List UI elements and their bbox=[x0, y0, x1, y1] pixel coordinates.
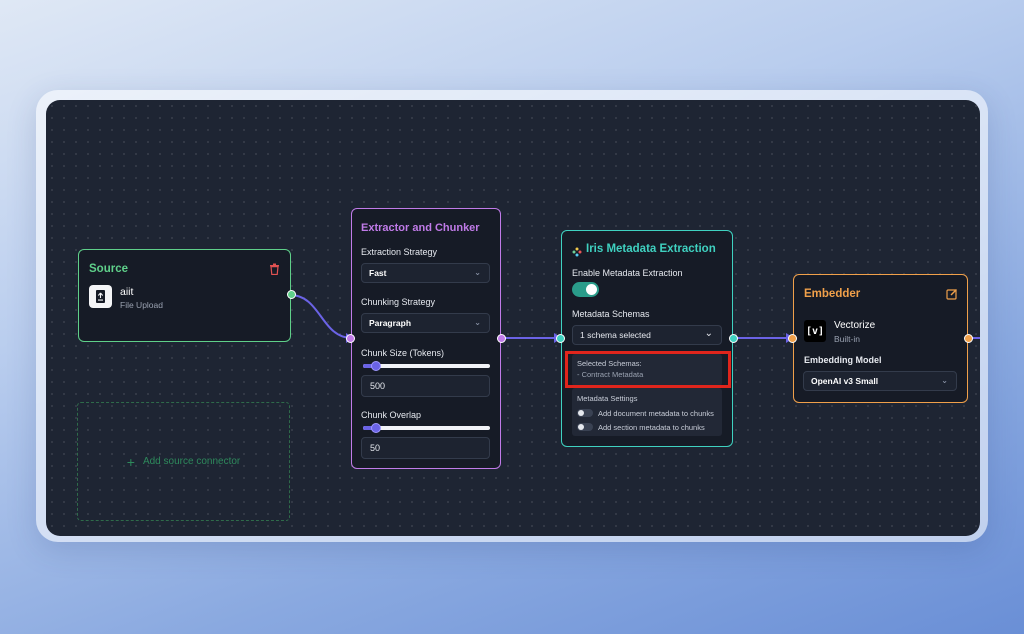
metadata-settings-heading: Metadata Settings bbox=[577, 394, 638, 403]
chunk-size-thumb[interactable] bbox=[370, 361, 381, 371]
extraction-strategy-select[interactable]: Fast ⌄ bbox=[361, 263, 490, 283]
iris-title: Iris Metadata Extraction bbox=[586, 243, 716, 255]
section-metadata-label: Add section metadata to chunks bbox=[598, 423, 705, 432]
selected-schemas-box: Selected Schemas: - Contract Metadata bbox=[572, 354, 722, 386]
vectorize-logo: [v] bbox=[804, 320, 826, 342]
embedding-model-value: OpenAI v3 Small bbox=[811, 376, 879, 386]
source-item-type: File Upload bbox=[120, 300, 163, 310]
chunk-overlap-value: 50 bbox=[370, 443, 381, 453]
doc-metadata-label: Add document metadata to chunks bbox=[598, 409, 714, 418]
metadata-settings-box: Metadata Settings Add document metadata … bbox=[572, 388, 722, 436]
chunk-size-slider[interactable] bbox=[363, 361, 490, 371]
iris-input-port[interactable] bbox=[556, 334, 565, 343]
pipeline-canvas[interactable]: Source aiit File Upload + Add source con… bbox=[46, 100, 980, 536]
trash-icon[interactable] bbox=[269, 262, 280, 280]
chunk-overlap-label: Chunk Overlap bbox=[361, 410, 422, 420]
chevron-down-icon: ⌄ bbox=[474, 318, 481, 327]
selected-schemas-heading: Selected Schemas: bbox=[577, 359, 642, 368]
chevron-down-icon: ⌄ bbox=[474, 268, 481, 277]
embedder-node[interactable]: Embedder [v] Vectorize Built-in Embeddin… bbox=[788, 274, 973, 403]
chunk-size-input[interactable]: 500 bbox=[361, 375, 490, 397]
extractor-output-port[interactable] bbox=[497, 334, 506, 343]
embedder-title: Embedder bbox=[804, 288, 861, 300]
extractor-title: Extractor and Chunker bbox=[361, 222, 480, 234]
enable-metadata-label: Enable Metadata Extraction bbox=[572, 268, 683, 278]
chunking-strategy-label: Chunking Strategy bbox=[361, 297, 436, 307]
enable-metadata-toggle[interactable] bbox=[572, 282, 599, 297]
extraction-strategy-value: Fast bbox=[369, 268, 387, 278]
metadata-schemas-label: Metadata Schemas bbox=[572, 309, 650, 319]
doc-metadata-toggle[interactable] bbox=[577, 409, 593, 417]
file-upload-icon bbox=[89, 285, 112, 308]
section-metadata-toggle[interactable] bbox=[577, 423, 593, 431]
embedding-model-label: Embedding Model bbox=[804, 355, 882, 365]
edge-source-extractor bbox=[289, 294, 353, 339]
toggle-knob bbox=[586, 284, 597, 295]
chunk-size-fill bbox=[363, 364, 376, 368]
metadata-schemas-select[interactable]: 1 schema selected ⌄ bbox=[572, 325, 722, 345]
chevron-down-icon: ⌄ bbox=[941, 376, 948, 385]
chunk-overlap-fill bbox=[363, 426, 376, 430]
metadata-schemas-value: 1 schema selected bbox=[580, 330, 651, 340]
provider-name: Vectorize bbox=[834, 320, 876, 331]
edit-icon[interactable] bbox=[946, 287, 958, 305]
chunk-overlap-input[interactable]: 50 bbox=[361, 437, 490, 459]
plus-icon: + bbox=[126, 453, 135, 470]
source-item-name: aiit bbox=[120, 286, 134, 298]
chunking-strategy-value: Paragraph bbox=[369, 318, 412, 328]
iris-output-port[interactable] bbox=[729, 334, 738, 343]
chunk-size-value: 500 bbox=[370, 381, 386, 391]
chevron-down-icon: ⌄ bbox=[704, 328, 713, 339]
chunk-overlap-thumb[interactable] bbox=[370, 423, 381, 433]
chunk-size-label: Chunk Size (Tokens) bbox=[361, 348, 445, 358]
source-node[interactable]: Source aiit File Upload bbox=[78, 249, 296, 342]
highlight-box bbox=[565, 351, 731, 388]
iris-node[interactable]: Iris Metadata Extraction Enable Metadata… bbox=[556, 230, 738, 447]
provider-type: Built-in bbox=[834, 334, 860, 344]
embedder-output-port[interactable] bbox=[964, 334, 973, 343]
source-output-port[interactable] bbox=[287, 290, 296, 299]
add-source-label: Add source connector bbox=[142, 456, 241, 467]
chunking-strategy-select[interactable]: Paragraph ⌄ bbox=[361, 313, 490, 333]
embedding-model-select[interactable]: OpenAI v3 Small ⌄ bbox=[803, 371, 957, 391]
chunk-overlap-slider[interactable] bbox=[363, 423, 490, 433]
iris-sparkle-icon bbox=[572, 244, 582, 262]
selected-schema-item: - Contract Metadata bbox=[577, 370, 644, 379]
extractor-input-port[interactable] bbox=[346, 334, 355, 343]
embedder-input-port[interactable] bbox=[788, 334, 797, 343]
extractor-node[interactable]: Extractor and Chunker Extraction Strateg… bbox=[346, 208, 506, 469]
source-title: Source bbox=[89, 263, 128, 275]
add-source-connector[interactable]: + Add source connector bbox=[77, 402, 290, 521]
extraction-strategy-label: Extraction Strategy bbox=[361, 247, 438, 257]
